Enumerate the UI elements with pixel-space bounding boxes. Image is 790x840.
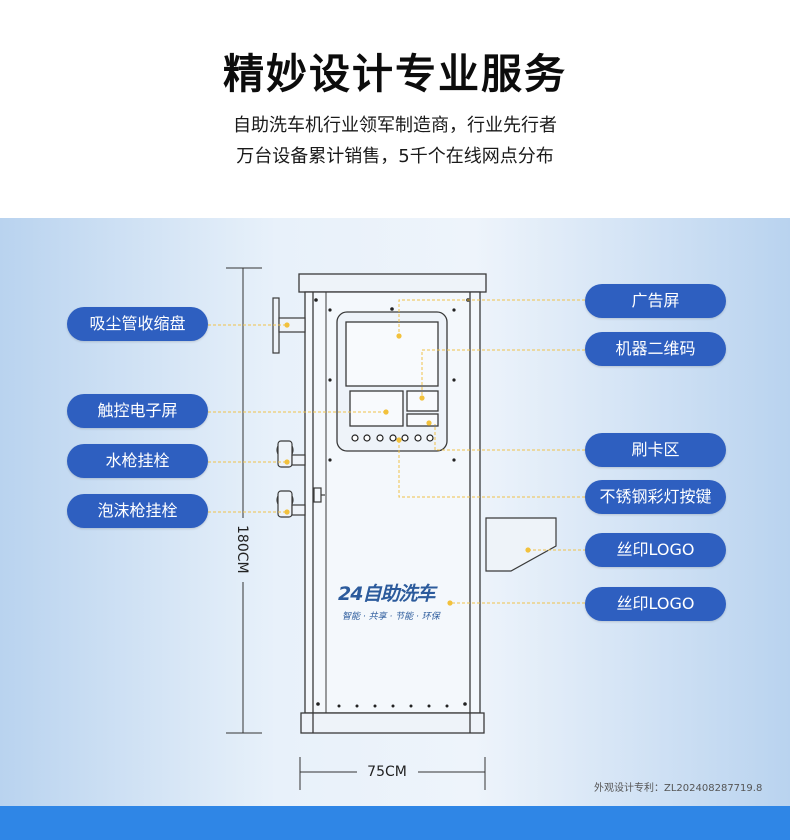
label-touch-screen: 触控电子屏 xyxy=(67,394,208,428)
steel-buttons xyxy=(351,434,434,442)
height-dimension-line xyxy=(226,267,262,734)
label-buttons: 不锈钢彩灯按键 xyxy=(585,480,726,514)
water-gun-holder-drawing xyxy=(276,440,306,468)
label-hose-reel: 吸尘管收缩盘 xyxy=(67,307,208,341)
width-dimension-label: 75CM xyxy=(367,764,407,780)
width-dimension-line xyxy=(299,757,486,790)
label-logo-1: 丝印LOGO xyxy=(585,533,726,567)
leader-dots xyxy=(284,322,531,606)
subtitle-line-1: 自助洗车机行业领军制造商，行业先行者 xyxy=(233,115,557,136)
label-card-area: 刷卡区 xyxy=(585,433,726,467)
label-foam-gun-holder: 泡沫枪挂栓 xyxy=(67,494,208,528)
label-water-gun-holder: 水枪挂栓 xyxy=(67,444,208,478)
label-qr-code: 机器二维码 xyxy=(585,332,726,366)
foam-gun-holder-drawing xyxy=(276,490,306,518)
height-dimension-label: 180CM xyxy=(234,524,250,574)
page-title: 精妙设计专业服务 xyxy=(223,50,567,98)
bottom-bar xyxy=(0,806,790,840)
brand-logo: 24自助洗车 xyxy=(338,583,435,605)
leader-lines xyxy=(208,299,585,604)
brand-tagline: 智能 · 共享 · 节能 · 环保 xyxy=(342,612,440,622)
screen-bezel xyxy=(336,311,448,452)
header-section: 精妙设计专业服务 自助洗车机行业领军制造商，行业先行者 万台设备累计销售，5千个… xyxy=(0,0,790,218)
subtitle-line-2: 万台设备累计销售，5千个在线网点分布 xyxy=(236,146,554,167)
patent-number: 外观设计专利：ZL202408287719.8 xyxy=(594,783,763,794)
label-logo-2: 丝印LOGO xyxy=(585,587,726,621)
screw-dots xyxy=(314,298,470,708)
label-ad-screen: 广告屏 xyxy=(585,284,726,318)
door-handle xyxy=(313,487,325,503)
side-box xyxy=(485,517,557,572)
